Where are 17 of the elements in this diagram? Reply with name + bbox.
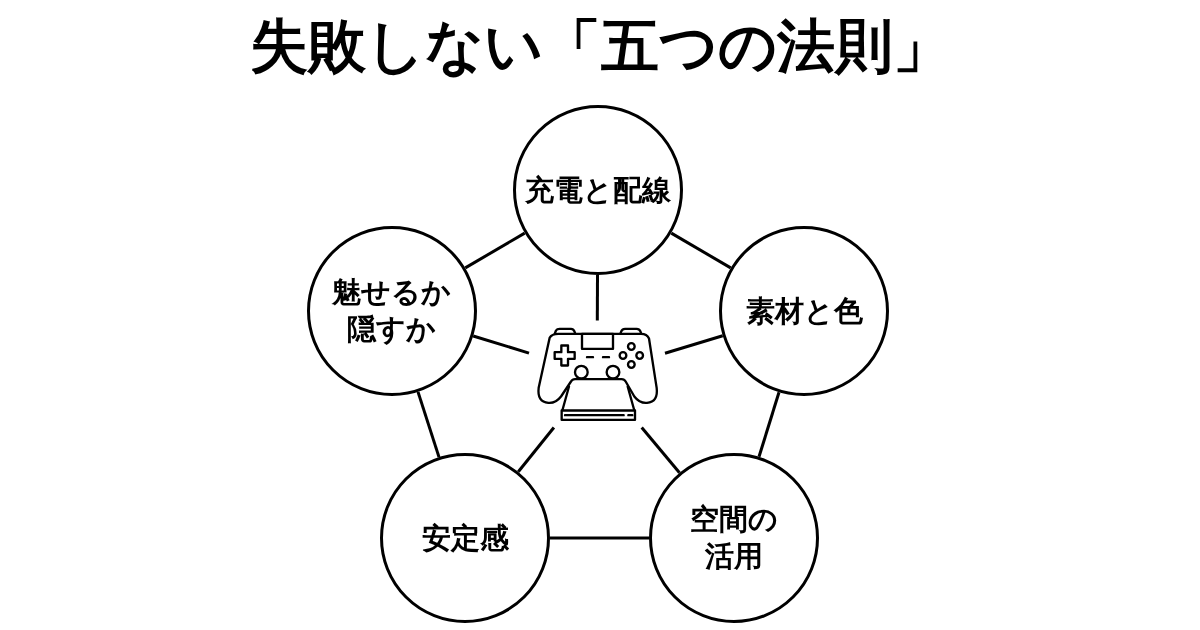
node-label: 充電と配線 bbox=[525, 171, 671, 209]
node-label: 空間の活用 bbox=[689, 501, 779, 575]
connector-line bbox=[640, 426, 681, 474]
connector-line bbox=[472, 334, 530, 355]
connector-line bbox=[517, 426, 556, 473]
connector-line bbox=[757, 391, 781, 458]
connector-line bbox=[464, 231, 526, 270]
node-label: 安定感 bbox=[421, 519, 509, 557]
connector-line bbox=[664, 334, 724, 355]
connector-line bbox=[550, 536, 649, 540]
connector-line bbox=[595, 275, 599, 321]
game-controller-icon bbox=[535, 326, 659, 422]
connector-line bbox=[416, 391, 441, 458]
title: 失敗しない「五つの法則」 bbox=[249, 13, 951, 79]
connector-line bbox=[670, 231, 732, 270]
node-label: 魅せるか隠すか bbox=[331, 274, 453, 348]
node-label: 素材と色 bbox=[745, 292, 863, 330]
